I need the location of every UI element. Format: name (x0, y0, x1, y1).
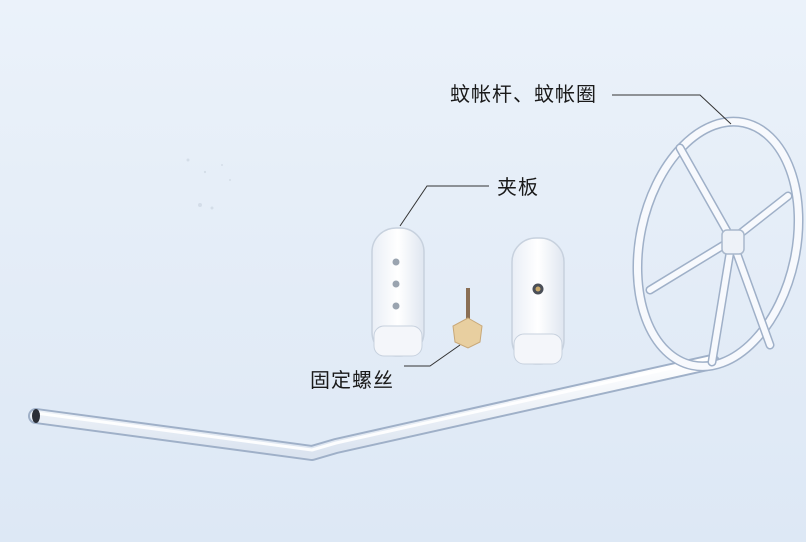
clamp-plate-back (511, 237, 565, 365)
fixing-screw-label: 固定螺丝 (310, 368, 394, 392)
clamp-plate-label: 夹板 (497, 175, 539, 199)
background-specks (186, 158, 231, 210)
net-pole (28, 354, 720, 461)
tube-open-end (32, 409, 40, 423)
fixing-screw (452, 288, 483, 349)
leader-lines (399, 94, 732, 367)
net-pole-and-ring-label: 蚊帐杆、蚊帐圈 (450, 82, 597, 106)
clamp-plate-front (371, 227, 425, 357)
net-ring (632, 116, 804, 372)
